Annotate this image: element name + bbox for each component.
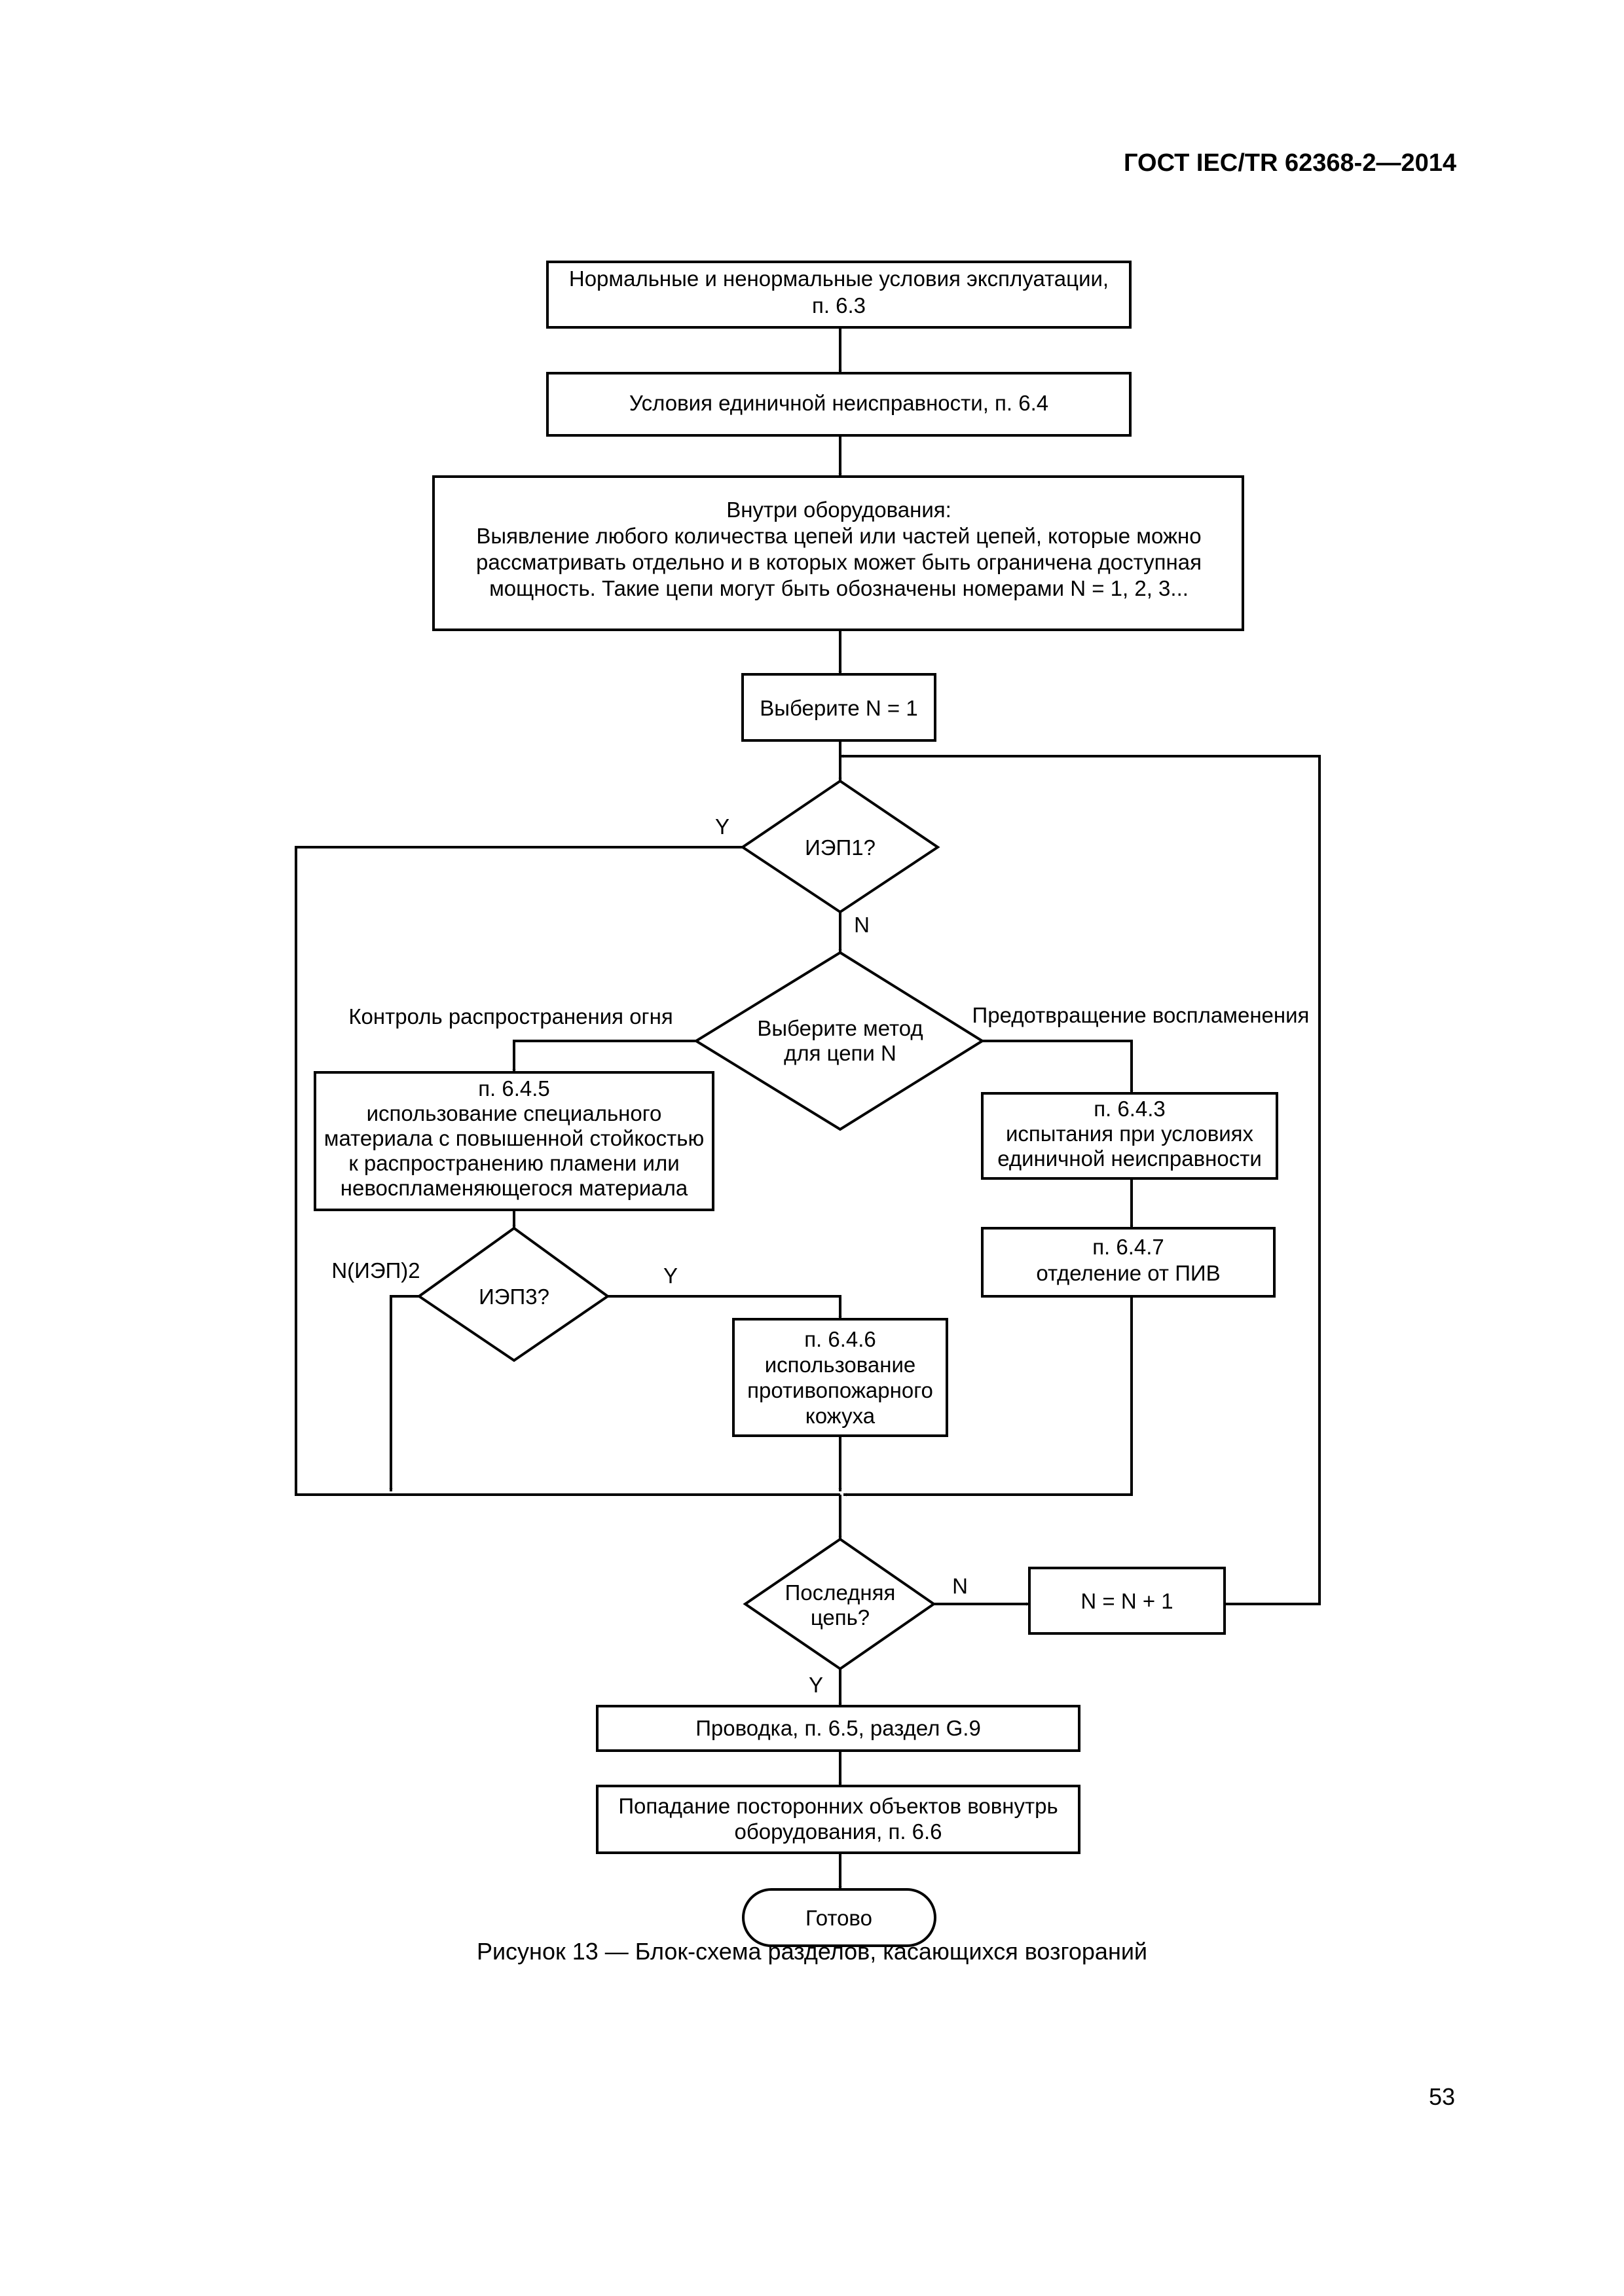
- arrow-iep3-no: [389, 1295, 419, 1491]
- text-646-line3: противопожарного: [747, 1378, 933, 1402]
- box-6-4-3: п. 6.4.3 испытания при условиях единично…: [981, 1092, 1278, 1180]
- box-foreign-objects: Попадание посторонних объектов вовнутрь …: [596, 1785, 1080, 1854]
- label-iep1-yes: Y: [715, 814, 729, 839]
- text-645-line1: п. 6.4.5: [478, 1076, 550, 1101]
- text-last-line1: Последняя: [785, 1580, 896, 1605]
- box-6-4-5: п. 6.4.5 использование специального мате…: [314, 1071, 714, 1211]
- text-inside-line2: Выявление любого количества цепей или ча…: [476, 524, 1201, 548]
- text-645-line5: невоспламеняющегося материала: [341, 1176, 688, 1200]
- text-645-line3: материала с повышенной стойкостью: [324, 1126, 704, 1150]
- box-inside-equipment: Внутри оборудования: Выявление любого ко…: [432, 475, 1244, 631]
- text-operating-conditions-line1: Нормальные и ненормальные условия эксплу…: [569, 266, 1109, 291]
- box-wiring: Проводка, п. 6.5, раздел G.9: [596, 1705, 1080, 1752]
- box-single-fault: Условия единичной неисправности, п. 6.4: [546, 372, 1132, 437]
- text-646-line4: кожуха: [805, 1404, 876, 1428]
- figure-caption: Рисунок 13 — Блок-схема разделов, касающ…: [476, 1938, 1148, 1965]
- arrow-method-to-643: [982, 1040, 1134, 1093]
- decision-iep3: ИЭП3?: [416, 1226, 610, 1362]
- text-n-plus-one: N = N + 1: [1080, 1589, 1173, 1613]
- text-iep1: ИЭП1?: [805, 835, 876, 860]
- text-method-line1: Выберите метод: [757, 1016, 923, 1040]
- box-6-4-7: п. 6.4.7 отделение от ПИВ: [981, 1227, 1276, 1298]
- text-foreign-line1: Попадание посторонних объектов вовнутрь: [618, 1794, 1058, 1818]
- text-single-fault: Условия единичной неисправности, п. 6.4: [629, 391, 1048, 415]
- text-645-line4: к распространению пламени или: [348, 1151, 679, 1175]
- line-iep1-yes: [295, 846, 840, 1496]
- decision-last-circuit: Последняя цепь?: [743, 1537, 936, 1671]
- text-646-line1: п. 6.4.6: [804, 1327, 876, 1351]
- terminal-done: Готово: [742, 1888, 936, 1947]
- arrow-method-to-645: [512, 1040, 696, 1072]
- box-operating-conditions: Нормальные и ненормальные условия эксплу…: [546, 261, 1132, 329]
- text-wiring: Проводка, п. 6.5, раздел G.9: [695, 1716, 981, 1740]
- text-operating-conditions-line2: п. 6.3: [812, 293, 866, 318]
- label-iep3-no: N(ИЭП)2: [331, 1258, 420, 1283]
- decision-iep1: ИЭП1?: [740, 779, 940, 914]
- arrow-loop-back: [840, 754, 1321, 1605]
- text-iep3: ИЭП3?: [479, 1285, 549, 1309]
- label-ignition-prevention: Предотвращение воспламенения: [972, 1003, 1310, 1027]
- text-643-line2: испытания при условиях: [1006, 1121, 1254, 1146]
- decision-select-method: Выберите метод для цепи N: [693, 951, 985, 1131]
- text-inside-line4: мощность. Такие цепи могут быть обозначе…: [489, 576, 1189, 600]
- text-done: Готово: [805, 1906, 872, 1930]
- text-foreign-line2: оборудования, п. 6.6: [734, 1819, 942, 1844]
- box-select-n: Выберите N = 1: [741, 673, 936, 742]
- text-645-line2: использование специального: [367, 1101, 662, 1125]
- label-iep3-yes: Y: [663, 1264, 678, 1288]
- box-n-plus-one: N = N + 1: [1028, 1567, 1226, 1635]
- text-643-line3: единичной неисправности: [997, 1146, 1262, 1171]
- page-number: 53: [1428, 2083, 1455, 2110]
- arrow-iep3-yes: [608, 1295, 842, 1319]
- label-last-yes: Y: [809, 1673, 823, 1697]
- box-6-4-6: п. 6.4.6 использование противопожарного …: [732, 1318, 948, 1437]
- text-last-line2: цепь?: [811, 1605, 870, 1630]
- text-inside-line3: рассматривать отдельно и в которых может…: [476, 550, 1202, 574]
- text-inside-line1: Внутри оборудования:: [726, 498, 951, 522]
- connector-lines: [295, 327, 1321, 1889]
- text-647-line1: п. 6.4.7: [1092, 1235, 1164, 1259]
- document-id-header: ГОСТ IEC/TR 62368-2—2014: [1124, 149, 1456, 177]
- text-646-line2: использование: [765, 1353, 916, 1377]
- text-647-line2: отделение от ПИВ: [1036, 1261, 1220, 1285]
- text-643-line1: п. 6.4.3: [1094, 1097, 1166, 1121]
- label-last-no: N: [952, 1574, 968, 1598]
- label-fire-spread-control: Контроль распространения огня: [348, 1004, 673, 1029]
- text-method-line2: для цепи N: [784, 1041, 896, 1065]
- text-select-n: Выберите N = 1: [760, 696, 917, 720]
- label-iep1-no: N: [854, 913, 870, 937]
- arrow-647-merge: [843, 1296, 1133, 1497]
